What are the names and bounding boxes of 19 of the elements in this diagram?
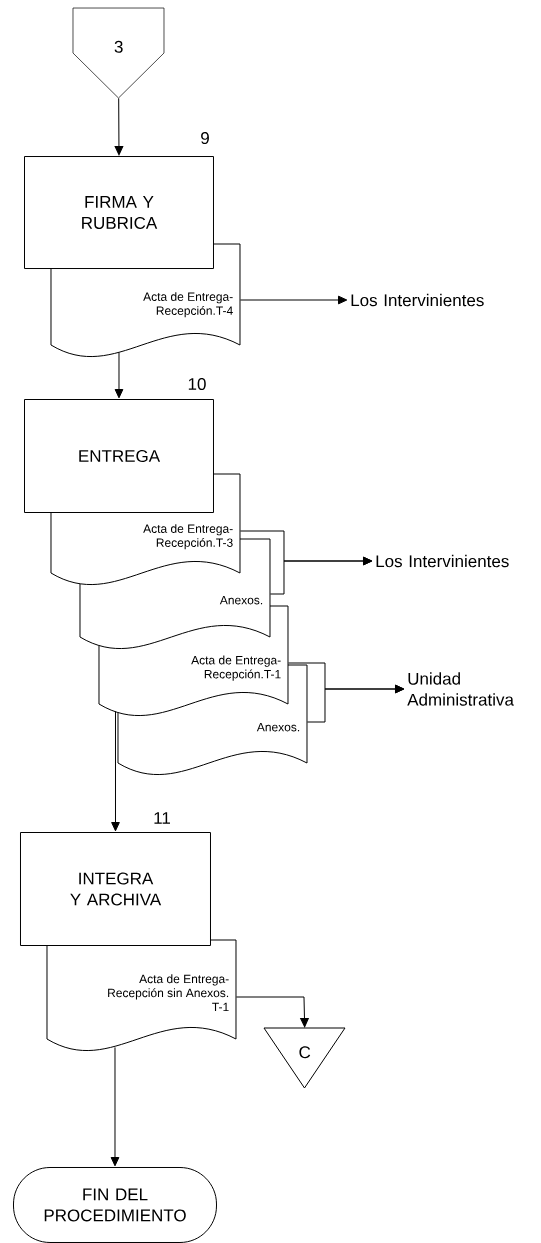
- recipient-text: Los Intervinientes: [351, 293, 484, 307]
- recipient-text: Unidad Administrativa: [407, 672, 514, 706]
- arrow: [114, 351, 124, 399]
- step-number: 10: [188, 378, 206, 391]
- arrow: [235, 996, 309, 1028]
- process-box: INTEGRA Y ARCHIVA: [20, 832, 211, 946]
- step-number: 9: [201, 132, 209, 145]
- step-number: 11: [154, 812, 170, 824]
- arrow: [239, 295, 348, 305]
- offpage-connector: 3: [72, 7, 165, 99]
- arrow: [111, 710, 120, 832]
- process-box: ENTREGA: [24, 399, 214, 513]
- arrow: [114, 97, 124, 156]
- arrow: [110, 1046, 120, 1167]
- connector-triangle: C: [263, 1027, 346, 1089]
- process-box: FIRMA Y RUBRICA: [24, 156, 214, 269]
- arrow: [269, 556, 373, 595]
- arrow: [306, 684, 405, 723]
- recipient-text: Los Intervinientes: [376, 554, 509, 568]
